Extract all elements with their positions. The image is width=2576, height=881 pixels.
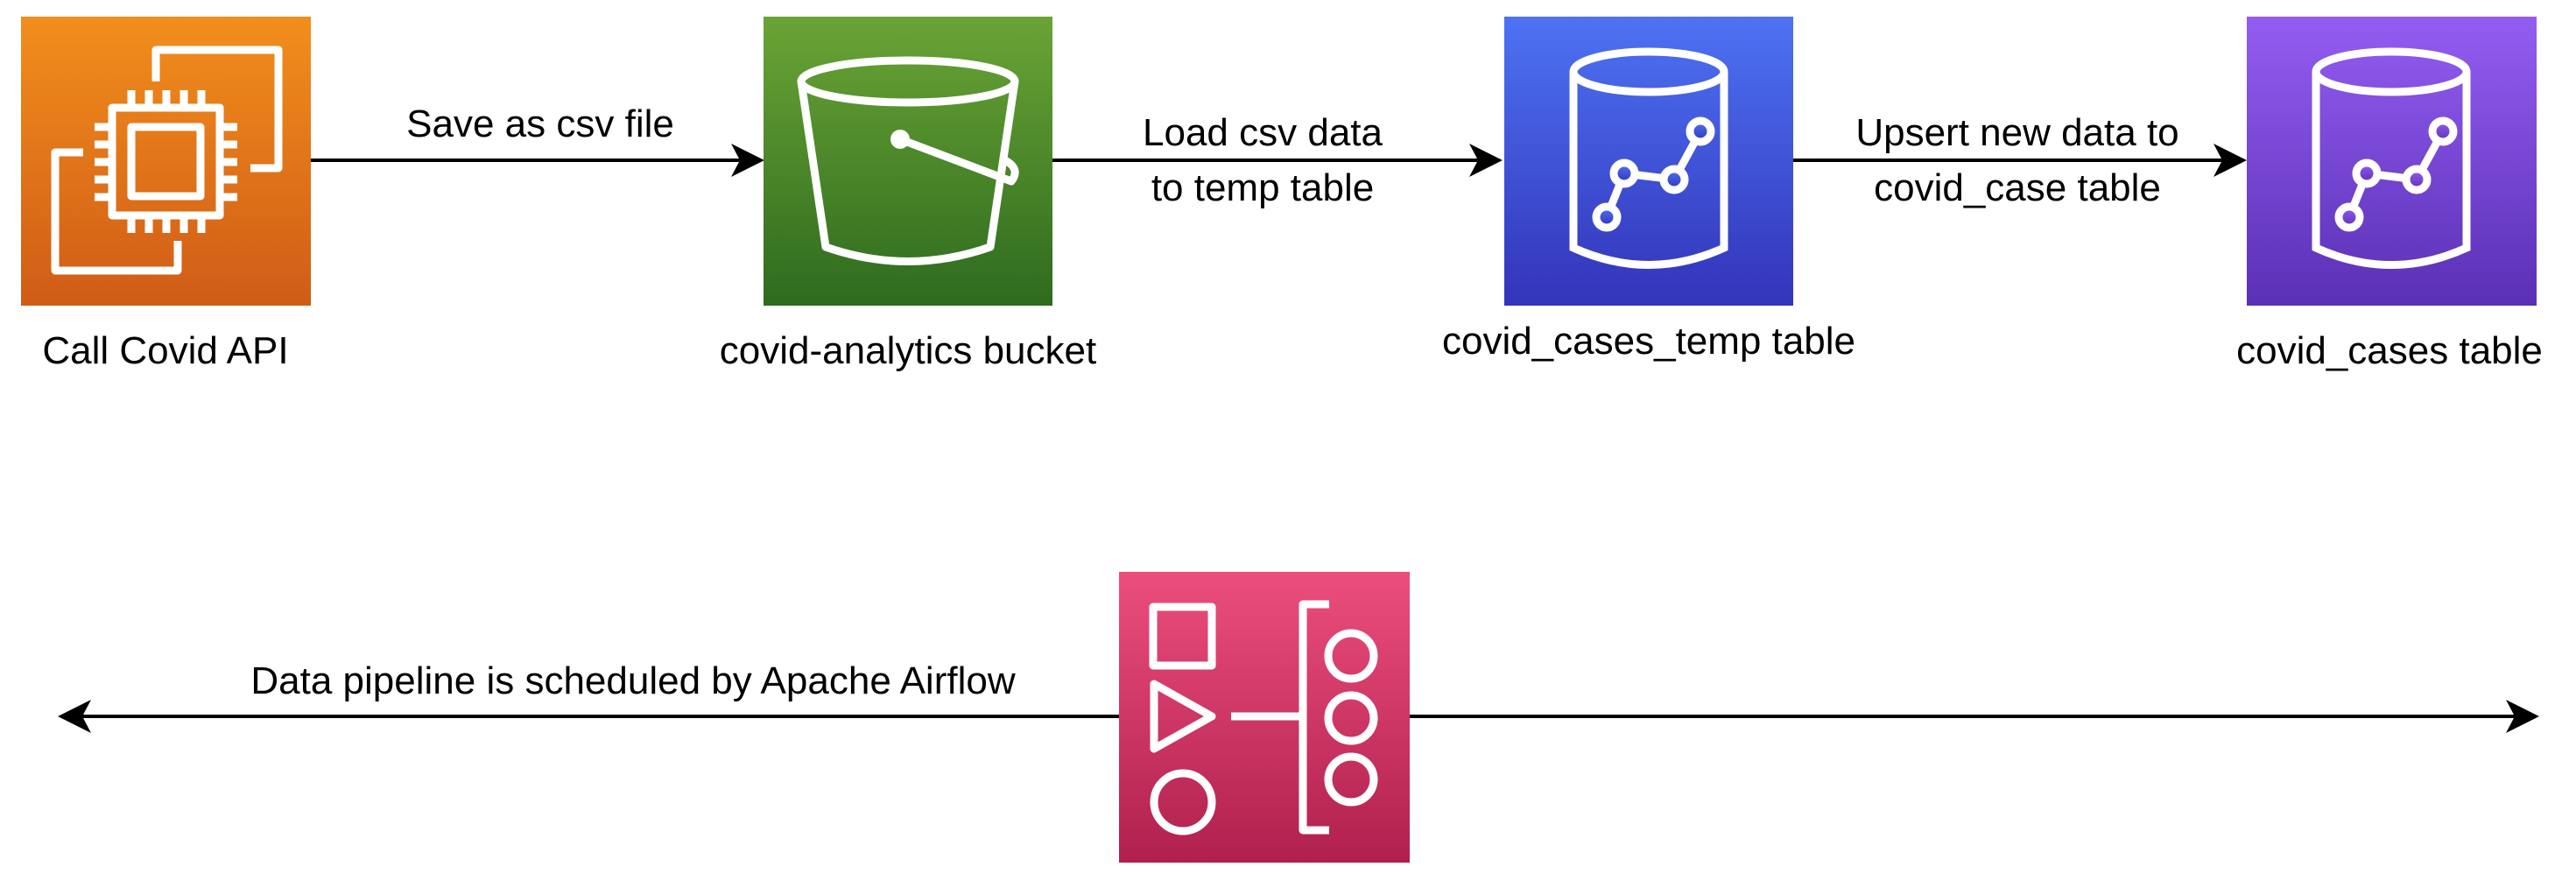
temp-table-tile: [1504, 17, 1793, 306]
arrow-head: [2214, 144, 2247, 177]
node-ec2[interactable]: [21, 17, 311, 306]
edge-label-load-line1: Load csv data: [1143, 111, 1383, 154]
node-cases-table-label: covid_cases table: [2236, 329, 2543, 372]
node-airflow[interactable]: [1119, 572, 1410, 863]
edge-label-upsert-line1: Upsert new data to: [1855, 111, 2178, 154]
database-icon: [1569, 47, 1728, 269]
edge-label-load-line2: to temp table: [1151, 166, 1374, 209]
schedule-label: Data pipeline is scheduled by Apache Air…: [250, 659, 1015, 702]
edge-label-upsert-line2: covid_case table: [1874, 166, 2161, 209]
ec2-instance-icon: [51, 46, 283, 275]
arrow-head: [1469, 144, 1503, 177]
arrow-s3-to-temp: [1052, 144, 1503, 177]
arrow-head: [731, 144, 764, 177]
edge-label-save-csv: Save as csv file: [406, 102, 674, 145]
arrow-head-left: [58, 700, 91, 733]
schedule-timeline-arrow: [58, 700, 2539, 733]
node-temp-table[interactable]: [1504, 17, 1793, 306]
node-ec2-label: Call Covid API: [42, 329, 288, 372]
ec2-tile: [21, 17, 311, 306]
node-temp-table-label: covid_cases_temp table: [1442, 320, 1855, 363]
airflow-workflow-icon: [1149, 600, 1378, 835]
node-s3[interactable]: [764, 17, 1052, 306]
cases-table-tile: [2247, 17, 2537, 306]
s3-bucket-icon: [797, 56, 1019, 265]
node-s3-label: covid-analytics bucket: [720, 329, 1096, 372]
database-icon: [2312, 47, 2471, 269]
arrow-head-right: [2506, 700, 2539, 733]
arrow-temp-to-cases: [1793, 144, 2247, 177]
node-cases-table[interactable]: [2247, 17, 2537, 306]
arrow-ec2-to-s3: [311, 144, 764, 177]
